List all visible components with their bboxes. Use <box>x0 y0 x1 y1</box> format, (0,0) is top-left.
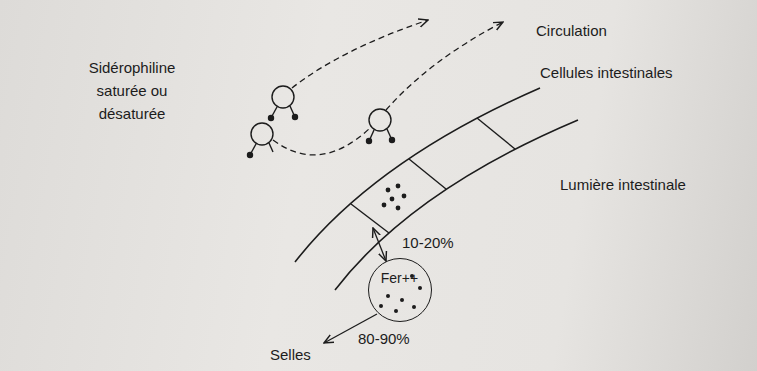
percent-label: 80-90% <box>358 330 410 348</box>
region-label: Cellules intestinales <box>540 64 673 82</box>
wall-line <box>335 120 578 290</box>
transferrin-molecule <box>248 123 274 158</box>
node-text: Fer++ <box>381 270 418 286</box>
transferrin-molecule <box>367 109 395 144</box>
transport-path <box>273 128 370 155</box>
iron-dots <box>382 184 407 211</box>
region-label: Lumière intestinale <box>560 176 686 194</box>
region-label: Circulation <box>536 22 607 40</box>
wall-line <box>295 88 540 262</box>
transport-path <box>386 22 503 110</box>
transport-path <box>292 20 428 88</box>
cell-divider <box>409 159 446 189</box>
transferrin-molecule <box>269 86 298 121</box>
iron-pool-circle: Fer++ <box>368 258 432 322</box>
molecule-label: Sidérophiline saturée ou désaturée <box>89 56 176 125</box>
absorption-arrow <box>373 228 386 261</box>
cell-divider <box>477 118 515 149</box>
outlet-label: Selles <box>270 346 311 364</box>
cell-divider <box>351 204 389 233</box>
percent-label: 10-20% <box>402 234 454 252</box>
